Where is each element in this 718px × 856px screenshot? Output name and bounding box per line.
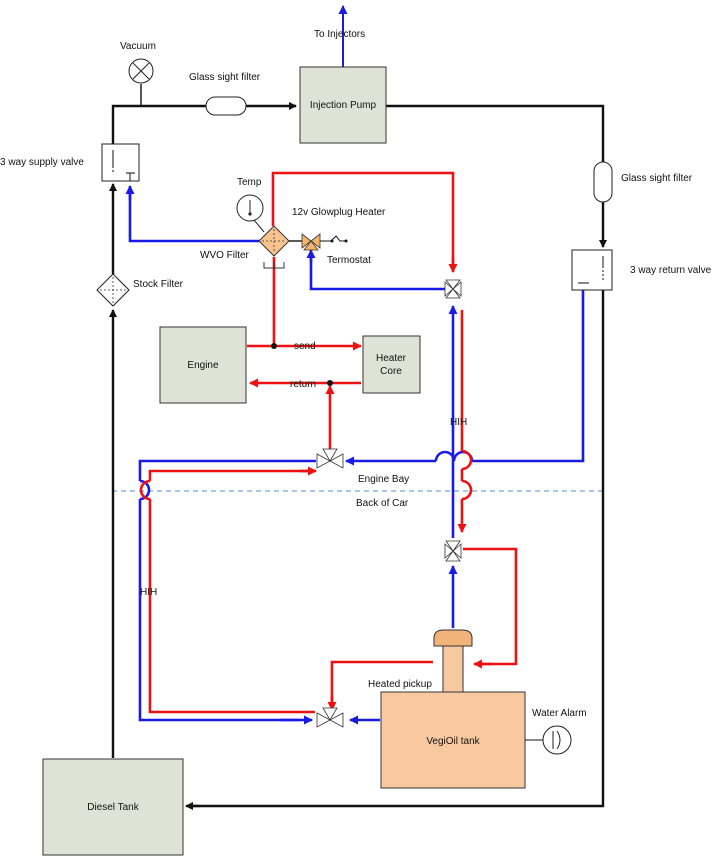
injection-pump-label: Injection Pump <box>310 100 377 111</box>
engine-bay-valve-icon <box>316 448 344 469</box>
water-alarm-label: Water Alarm <box>532 708 587 719</box>
glass-sight-filter-right-icon <box>593 161 613 203</box>
coolant-lines <box>139 171 518 714</box>
send-label: send <box>294 341 316 352</box>
diesel-tank-label: Diesel Tank <box>87 802 140 813</box>
glass-sight-filter-top-icon <box>205 96 247 116</box>
glass-sight-filter-right-label: Glass sight filter <box>621 173 693 184</box>
water-alarm-icon <box>542 725 572 755</box>
to-injectors-label: To Injectors <box>314 29 365 40</box>
glass-sight-filter-top-label: Glass sight filter <box>189 72 261 83</box>
heated-pickup-icon <box>433 629 473 693</box>
back-of-car-label: Back of Car <box>356 498 409 509</box>
glowplug-heater-label: 12v Glowplug Heater <box>292 207 386 218</box>
vegioil-tank-label: VegiOil tank <box>426 736 480 747</box>
vacuum-label: Vacuum <box>120 41 156 52</box>
temp-label: Temp <box>237 177 262 188</box>
veg-oil-lines <box>125 185 585 725</box>
injection-pump-box <box>299 66 387 144</box>
lower-hih-valve-icon <box>444 540 462 562</box>
heater-core-box <box>362 335 421 394</box>
diesel-lines <box>109 5 607 810</box>
temp-gauge-icon <box>236 194 265 233</box>
heated-pickup-label: Heated pickup <box>368 679 432 690</box>
vacuum-gauge-icon <box>128 58 154 84</box>
vegioil-tank-box <box>380 691 526 789</box>
supply-valve-icon <box>101 143 140 182</box>
stock-filter-icon <box>96 273 130 307</box>
termostat-label: Termostat <box>327 255 371 266</box>
supply-valve-label: 3 way supply valve <box>0 157 84 168</box>
return-valve-icon <box>571 249 613 291</box>
hih-left-label: HIH <box>140 587 157 598</box>
glowplug-heater-icon <box>289 233 348 251</box>
hih-right-label: HIH <box>450 417 467 428</box>
diesel-tank-box <box>42 758 184 856</box>
return-valve-label: 3 way return valve <box>630 265 712 276</box>
send-junction-dot <box>271 343 277 349</box>
return-junction-dot <box>327 380 333 386</box>
wvo-filter-label: WVO Filter <box>200 250 250 261</box>
engine-label: Engine <box>187 360 219 371</box>
heater-core-label-line2: Core <box>380 366 402 377</box>
bottom-tank-valve-icon <box>316 707 344 728</box>
upper-coolant-valve-icon <box>444 279 462 299</box>
engine-box <box>159 326 247 404</box>
engine-bay-label: Engine Bay <box>358 474 409 485</box>
return-label: return <box>290 379 316 390</box>
heater-core-label-line1: Heater <box>376 353 407 364</box>
wvo-filter-icon <box>258 225 290 269</box>
stock-filter-label: Stock Filter <box>133 279 184 290</box>
